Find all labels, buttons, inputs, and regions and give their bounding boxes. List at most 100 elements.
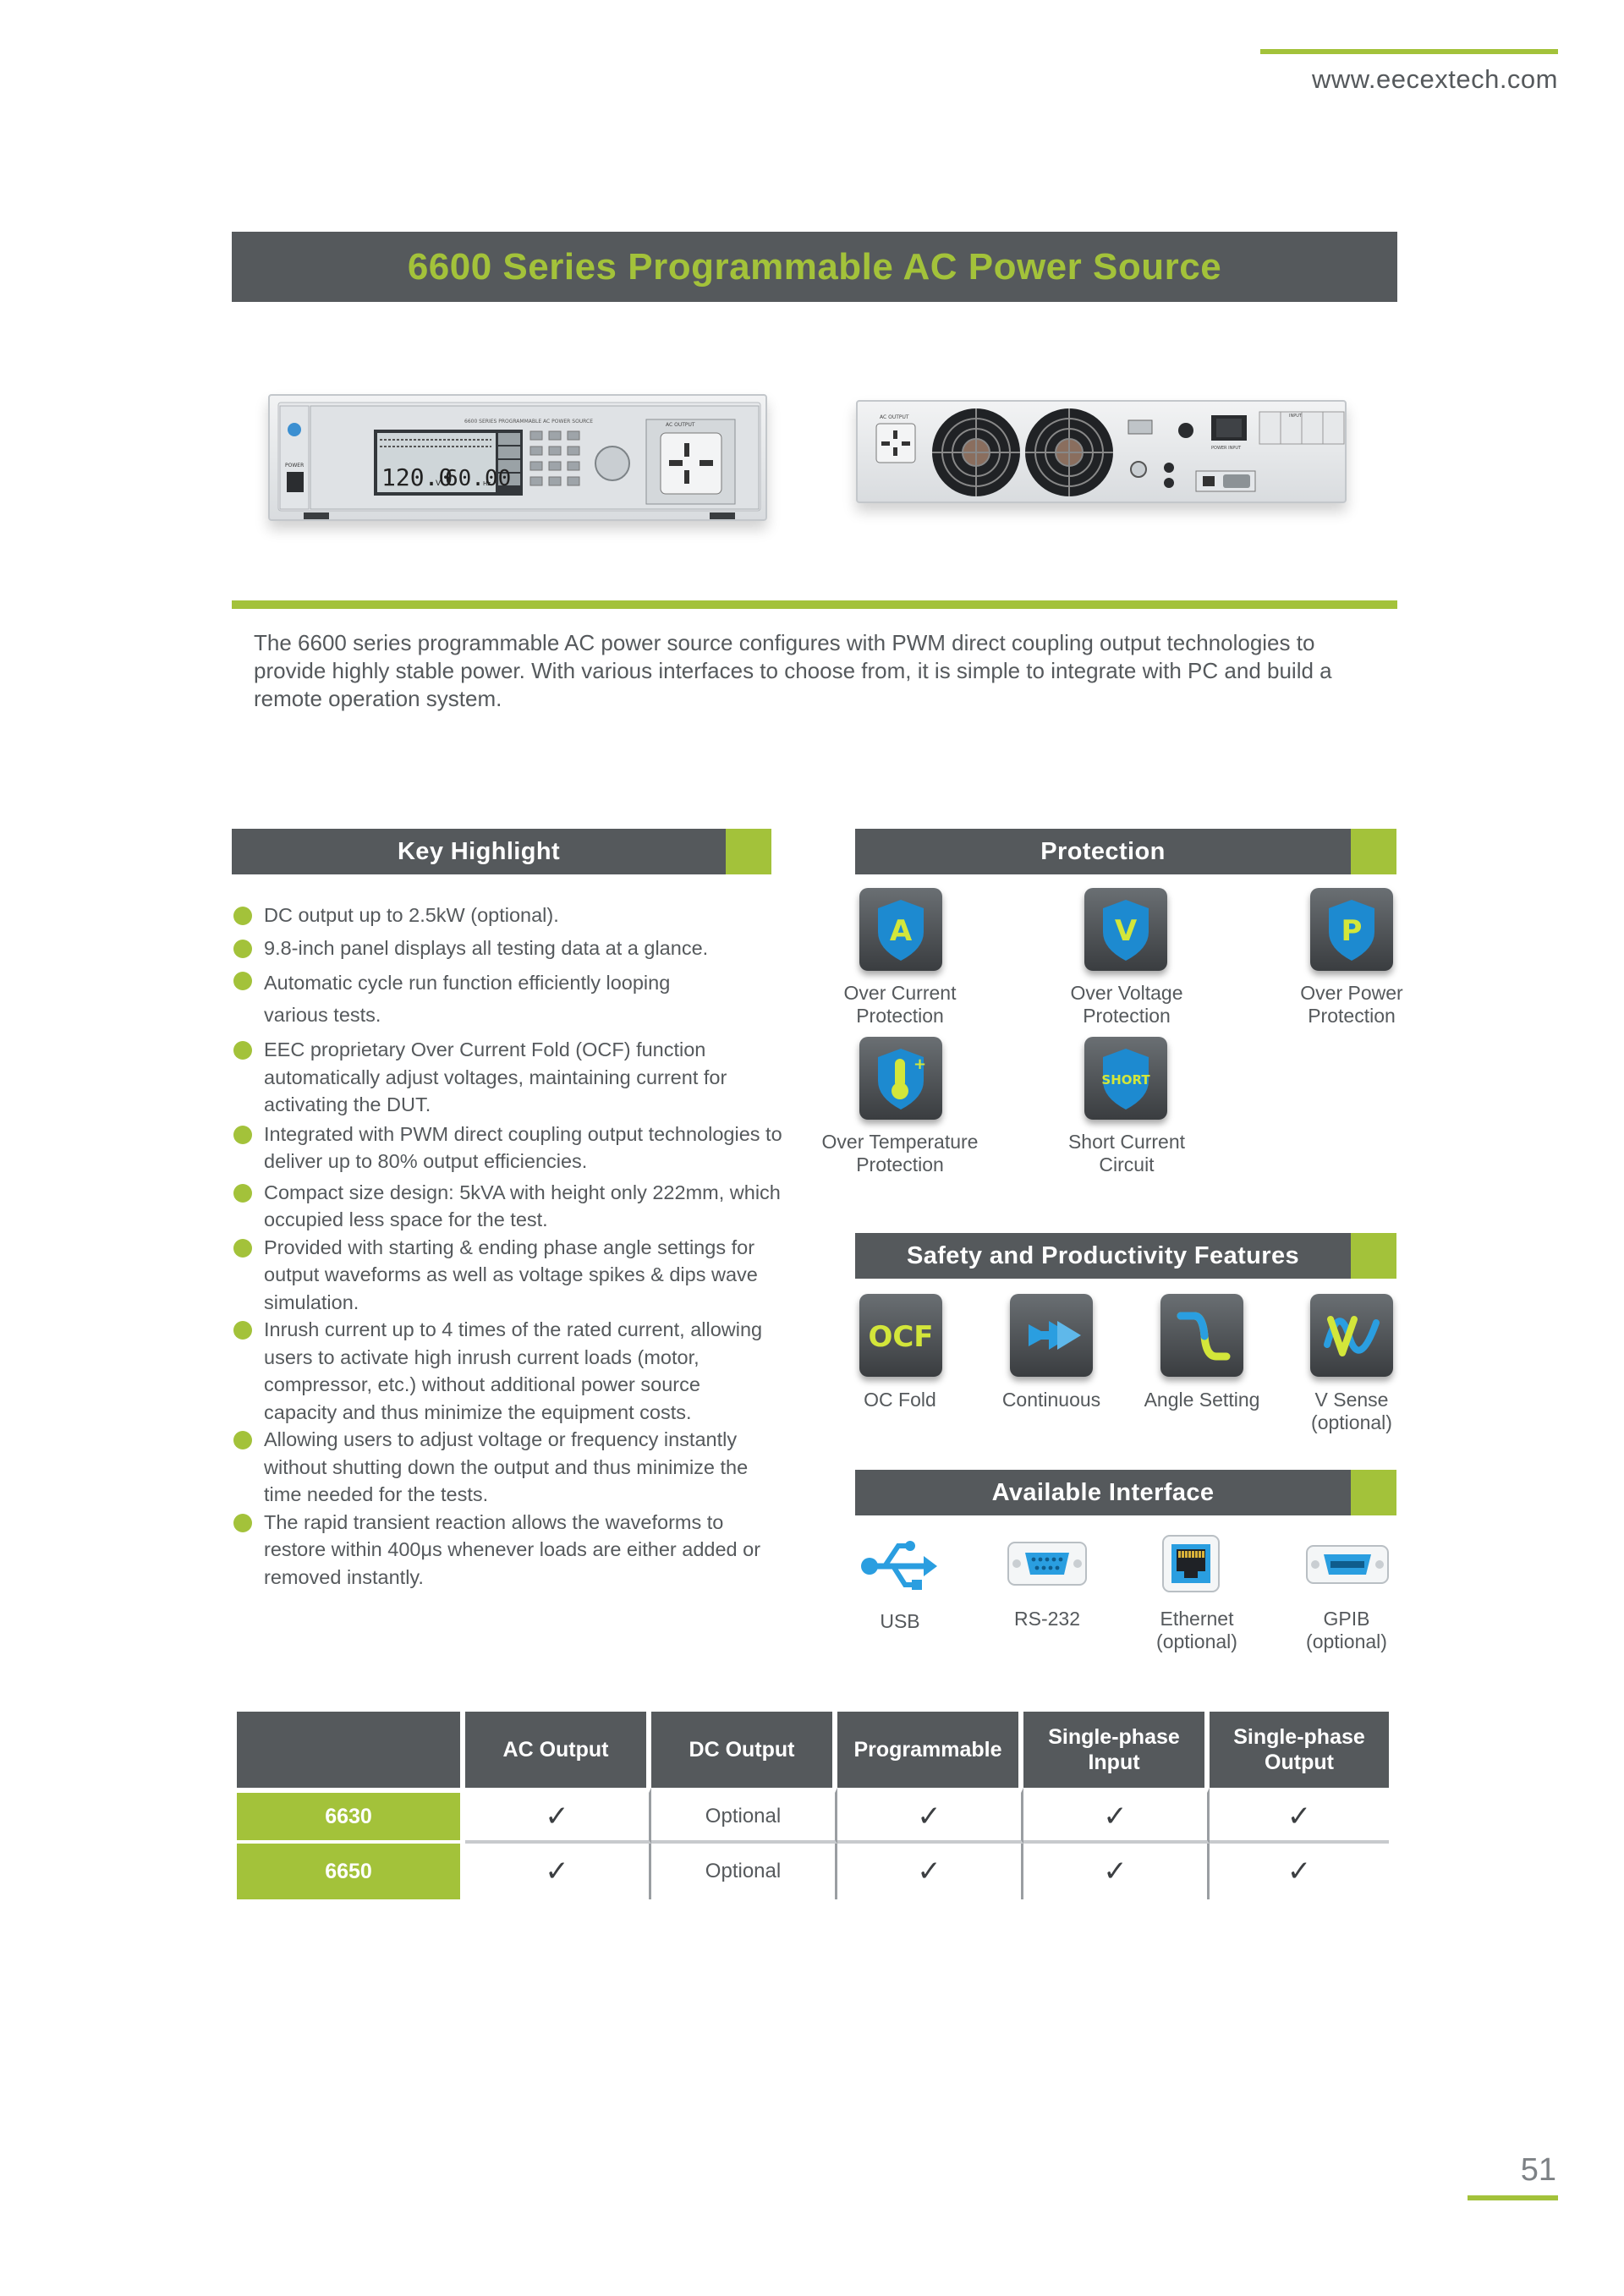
check-icon: ✓ (1287, 1800, 1312, 1833)
caption-line: Protection (1083, 1005, 1171, 1027)
shield-a-icon: A (859, 888, 942, 971)
interface-caption-rs232: RS-232 (954, 1608, 1140, 1630)
list-item: Integrated with PWM direct coupling outp… (232, 1121, 790, 1175)
header-label: Single-phase Output (1233, 1725, 1365, 1774)
key-highlight-header: Key Highlight (232, 829, 771, 874)
intro-paragraph: The 6600 series programmable AC power so… (254, 630, 1332, 711)
check-icon: ✓ (1103, 1855, 1127, 1888)
list-item: Provided with starting & ending phase an… (232, 1234, 790, 1317)
rear-panel-drawing: AC OUTPUT POWER INPUT INPUT (875, 408, 1345, 496)
caption-line: Over Power (1300, 982, 1403, 1004)
check-icon: ✓ (1287, 1855, 1312, 1888)
display-frequency-unit: Hz (483, 480, 491, 487)
table-cell: ✓ (465, 1788, 651, 1844)
caption-line: (optional) (1311, 1411, 1392, 1433)
shield-letter: P (1341, 914, 1363, 948)
display-voltage: 120.0 (381, 463, 453, 491)
shield-p-icon: P (1310, 888, 1393, 971)
list-item: DC output up to 2.5kW (optional). (232, 901, 790, 929)
table-header-cell: DC Output (651, 1712, 837, 1788)
highlight-text: Compact size design: 5kVA with height on… (264, 1181, 781, 1231)
fan-left (932, 408, 1020, 496)
table-header-cell: Programmable (837, 1712, 1023, 1788)
ocf-badge-text: OCF (868, 1320, 933, 1354)
table-header-cell (237, 1712, 465, 1788)
caption-line: V Sense (1314, 1389, 1389, 1411)
caption-line: Circuit (1099, 1153, 1155, 1175)
shield-letter: V (1115, 914, 1138, 948)
display-voltage-unit: V (436, 479, 442, 488)
highlight-text: The rapid transient reaction allows the … (264, 1510, 761, 1588)
highlight-text: Allowing users to adjust voltage or freq… (264, 1428, 749, 1505)
power-switch-label: POWER (285, 463, 304, 469)
highlight-text: 9.8-inch panel displays all testing data… (264, 936, 709, 959)
ethernet-port-icon (1162, 1535, 1220, 1592)
interface-caption-ethernet: Ethernet(optional) (1104, 1608, 1290, 1653)
website-url[interactable]: www.eecextech.com (1311, 64, 1558, 94)
list-item: Inrush current up to 4 times of the rate… (232, 1316, 773, 1426)
key-highlight-title: Key Highlight (232, 829, 726, 874)
caption-line: RS-232 (1014, 1608, 1080, 1630)
list-item: EEC proprietary Over Current Fold (OCF) … (232, 1036, 790, 1119)
list-item: Automatic cycle run function efficiently… (232, 967, 731, 1031)
header-accent-tab (1351, 1470, 1396, 1515)
caption-line: Continuous (1001, 1389, 1101, 1411)
caption-line: OC Fold (864, 1389, 936, 1411)
highlight-text: Automatic cycle run function efficiently… (264, 972, 671, 1026)
table-cell: ✓ (465, 1844, 651, 1899)
caption-line: Ethernet (1160, 1608, 1234, 1630)
bullet-dot (233, 1238, 252, 1258)
caption-line: Angle Setting (1144, 1389, 1260, 1411)
caption-line: Protection (856, 1005, 944, 1027)
rs232-port-icon (1007, 1542, 1087, 1586)
bullet-dot (233, 939, 252, 958)
table-row: 6630 ✓ Optional ✓ ✓ ✓ (237, 1788, 1389, 1844)
title-bar: 6600 Series Programmable AC Power Source (232, 232, 1397, 302)
highlight-text: EEC proprietary Over Current Fold (OCF) … (264, 1038, 727, 1115)
model-comparison-table: AC Output DC Output Programmable Single-… (237, 1712, 1389, 1899)
check-icon: ✓ (545, 1855, 569, 1888)
shield-v-icon: V (1084, 888, 1167, 971)
usb-icon (861, 1541, 937, 1590)
safety-features-title: Safety and Productivity Features (855, 1233, 1351, 1279)
bullet-dot (233, 972, 252, 990)
bullet-dot (233, 1513, 252, 1532)
interface-header: Available Interface (855, 1470, 1396, 1515)
caption-line: Short Current (1067, 1131, 1186, 1153)
list-item: 9.8-inch panel displays all testing data… (232, 934, 790, 962)
model-cell: 6650 (237, 1844, 465, 1899)
bullet-dot (233, 1125, 252, 1144)
interface-caption-usb: USB (807, 1610, 993, 1633)
caption-line: (optional) (1156, 1630, 1237, 1652)
spec-table: AC Output DC Output Programmable Single-… (237, 1712, 1389, 1899)
bullet-dot (233, 1041, 252, 1060)
check-icon: ✓ (1103, 1800, 1127, 1833)
thermometer-shield-icon: + (859, 1037, 942, 1120)
section-divider (232, 600, 1397, 609)
highlight-text: DC output up to 2.5kW (optional). (264, 904, 559, 926)
highlight-text: Provided with starting & ending phase an… (264, 1236, 758, 1313)
continuous-arrows-icon (1010, 1294, 1093, 1377)
bullet-dot (233, 1183, 252, 1203)
top-accent-rule (1260, 49, 1558, 54)
page-title: 6600 Series Programmable AC Power Source (407, 245, 1222, 288)
shield-letter: SHORT (1101, 1072, 1150, 1088)
table-header-cell: Single-phase Output (1210, 1712, 1389, 1788)
check-icon: ✓ (917, 1800, 941, 1833)
table-cell: Optional (651, 1844, 837, 1899)
caption-line: (optional) (1306, 1630, 1387, 1652)
list-item: Allowing users to adjust voltage or freq… (232, 1426, 790, 1509)
table-cell: ✓ (1023, 1844, 1210, 1899)
table-cell: Optional (651, 1788, 837, 1844)
display-frequency: 60.00 (445, 466, 511, 491)
table-cell: ✓ (1210, 1844, 1389, 1899)
table-header-cell: AC Output (465, 1712, 651, 1788)
safety-caption-continuous: Continuous (958, 1389, 1144, 1411)
caption-line: Over Temperature (821, 1131, 979, 1153)
angle-wave-icon (1160, 1294, 1243, 1377)
front-panel-drawing: 6600 SERIES PROGRAMMABLE AC POWER SOURCE… (277, 402, 761, 519)
page-number: 51 (1520, 2152, 1556, 2188)
